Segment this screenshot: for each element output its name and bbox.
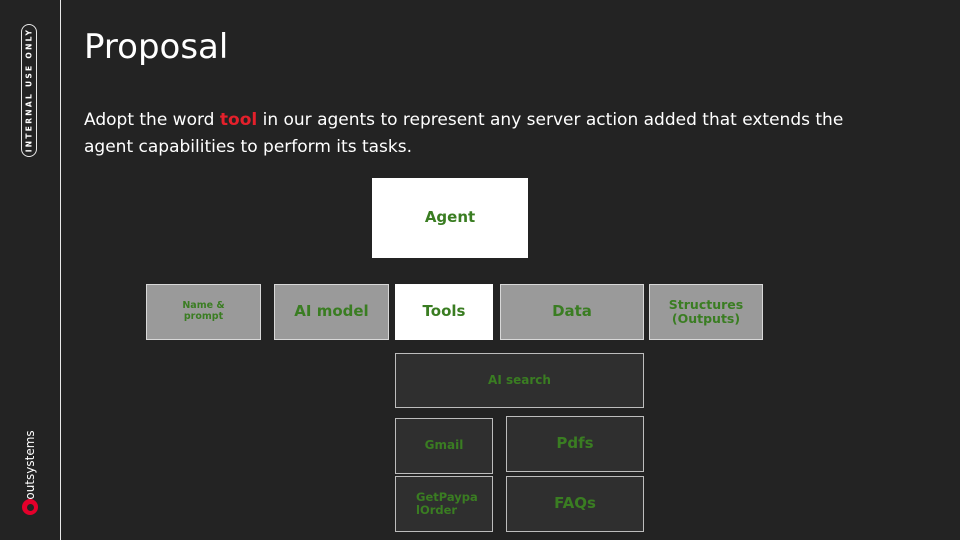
highlight-word-tool: tool [219, 110, 258, 130]
slide-title: Proposal [84, 27, 229, 67]
tool-box-ai-search: AI search [395, 353, 644, 408]
diagram-box-data: Data [500, 284, 644, 340]
internal-use-badge [21, 24, 37, 157]
tool-box-getpaypalorder: GetPaypalOrder [395, 476, 493, 532]
diagram-box-structures: Structures (Outputs) [649, 284, 763, 340]
tool-box-faqs: FAQs [506, 476, 644, 532]
description-text-end: in our agents to represent any server ac… [84, 110, 844, 157]
internal-use-label: INTERNAL USE ONLY [24, 27, 34, 153]
diagram-box-agent: Agent [372, 178, 528, 258]
description-text-start: Adopt the word [84, 110, 220, 130]
outsystems-logo-icon [22, 499, 38, 515]
diagram-box-tools: Tools [395, 284, 493, 340]
slide-description: Adopt the word tool in our agents to rep… [84, 107, 884, 161]
diagram-box-ai-model: AI model [274, 284, 389, 340]
sidebar-divider [60, 0, 61, 540]
tool-box-gmail: Gmail [395, 418, 493, 474]
tool-box-pdfs: Pdfs [506, 416, 644, 472]
diagram-box-name-prompt: Name & prompt [146, 284, 261, 340]
brand-name: outsystems [23, 430, 37, 500]
